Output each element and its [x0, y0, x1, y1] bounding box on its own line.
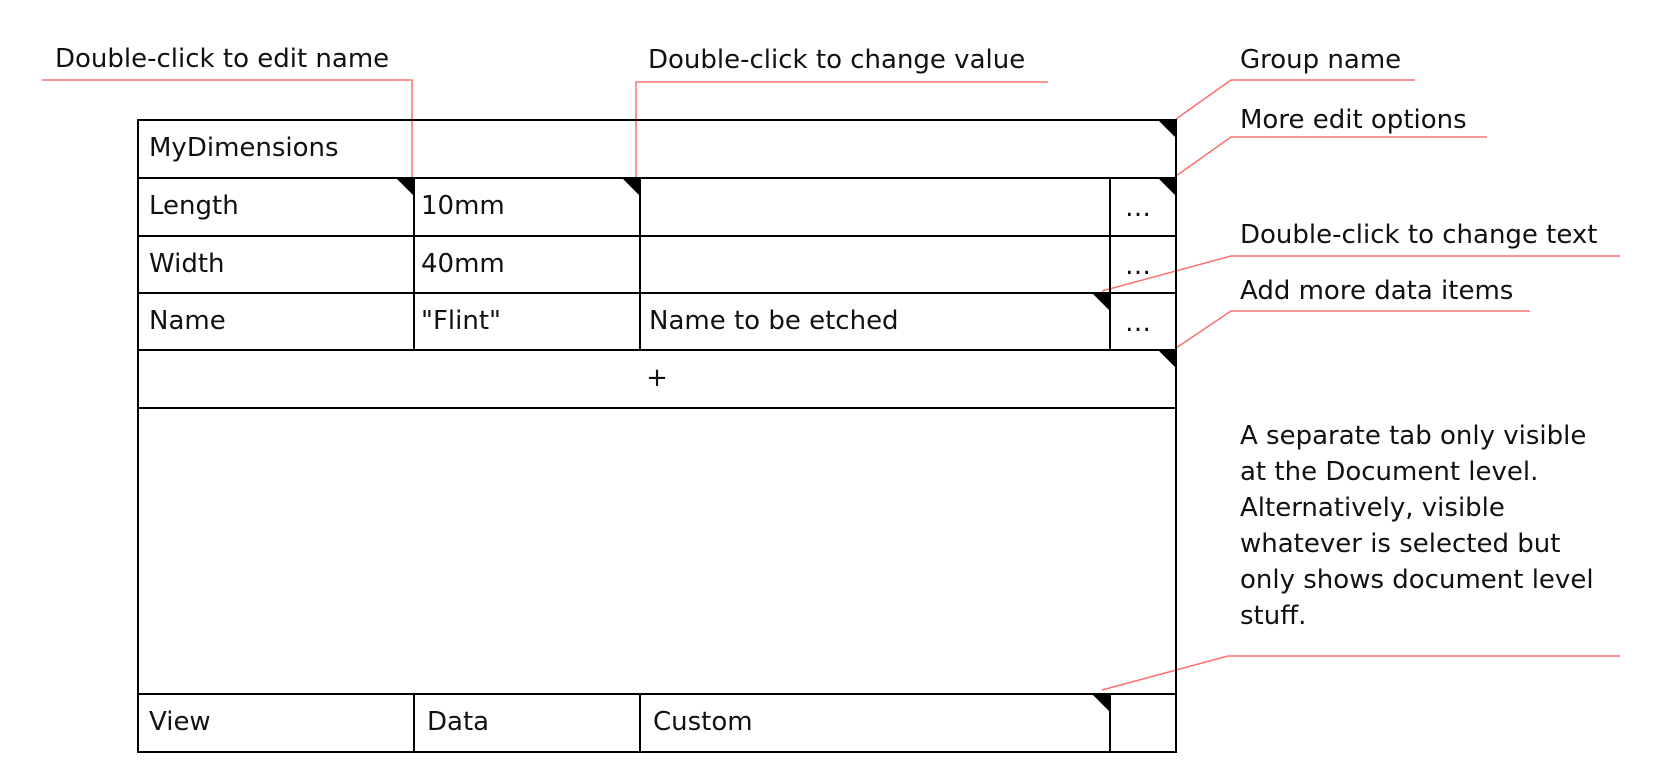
change-text-marker	[1093, 294, 1109, 310]
row-text-cell[interactable]	[641, 237, 1111, 294]
tab-label: Custom	[653, 707, 753, 737]
change-value-leader	[635, 81, 1048, 180]
annotation-separate-tab-note: A separate tab only visible at the Docum…	[1240, 421, 1594, 631]
add-item-button[interactable]: +	[139, 351, 1175, 409]
annotation-change-value: Double-click to change value	[648, 45, 1026, 75]
more-options-button[interactable]: …	[1111, 237, 1175, 294]
group-title: MyDimensions	[149, 133, 339, 163]
annotation-group-name: Group name	[1240, 45, 1402, 75]
annotation-more-edit-options: More edit options	[1240, 105, 1467, 135]
separate-tab-marker	[1093, 695, 1109, 711]
group-title-row[interactable]: MyDimensions	[139, 121, 1175, 179]
row-text-cell[interactable]	[641, 179, 1111, 237]
row-value: 40mm	[421, 249, 505, 279]
row-name: Length	[149, 191, 239, 221]
add-items-marker	[1159, 351, 1175, 367]
row-value: 10mm	[421, 191, 505, 221]
separate-tab-leader	[1101, 655, 1620, 691]
edit-name-leader	[42, 79, 413, 180]
tab-view[interactable]: View	[139, 695, 415, 751]
row-name-cell[interactable]: Width	[139, 237, 415, 294]
tab-empty	[1111, 695, 1175, 751]
tab-label: Data	[427, 707, 490, 737]
row-name-cell[interactable]: Length	[139, 179, 415, 237]
row-name-cell[interactable]: Name	[139, 294, 415, 351]
tab-label: View	[149, 707, 211, 737]
row-value-cell[interactable]: "Flint"	[415, 294, 641, 351]
add-items-leader	[1175, 310, 1530, 349]
change-value-marker	[623, 179, 639, 195]
row-value-cell[interactable]: 10mm	[415, 179, 641, 237]
annotation-add-more-items: Add more data items	[1240, 276, 1514, 306]
tab-custom[interactable]: Custom	[641, 695, 1111, 751]
annotation-edit-name: Double-click to edit name	[55, 44, 390, 74]
row-name: Name	[149, 306, 226, 336]
plus-icon: +	[646, 363, 668, 393]
annotation-change-text: Double-click to change text	[1240, 220, 1598, 250]
ellipsis-icon: …	[1125, 308, 1151, 338]
more-options-leader	[1175, 136, 1487, 177]
tab-data[interactable]: Data	[415, 695, 641, 751]
more-options-marker	[1159, 179, 1175, 195]
row-name: Width	[149, 249, 225, 279]
group-name-leader	[1175, 79, 1415, 120]
more-options-button[interactable]: …	[1111, 294, 1175, 351]
row-value-cell[interactable]: 40mm	[415, 237, 641, 294]
more-options-button[interactable]: …	[1111, 179, 1175, 237]
ellipsis-icon: …	[1125, 193, 1151, 223]
change-text-leader	[1101, 255, 1620, 292]
ellipsis-icon: …	[1125, 251, 1151, 281]
properties-panel: MyDimensions Length 10mm … Width 40mm … …	[137, 119, 1177, 753]
edit-name-marker	[397, 179, 413, 195]
panel-empty-area	[139, 409, 1175, 695]
row-text: Name to be etched	[649, 306, 899, 336]
row-text-cell[interactable]: Name to be etched	[641, 294, 1111, 351]
row-value: "Flint"	[421, 306, 501, 336]
group-name-marker	[1159, 121, 1175, 137]
